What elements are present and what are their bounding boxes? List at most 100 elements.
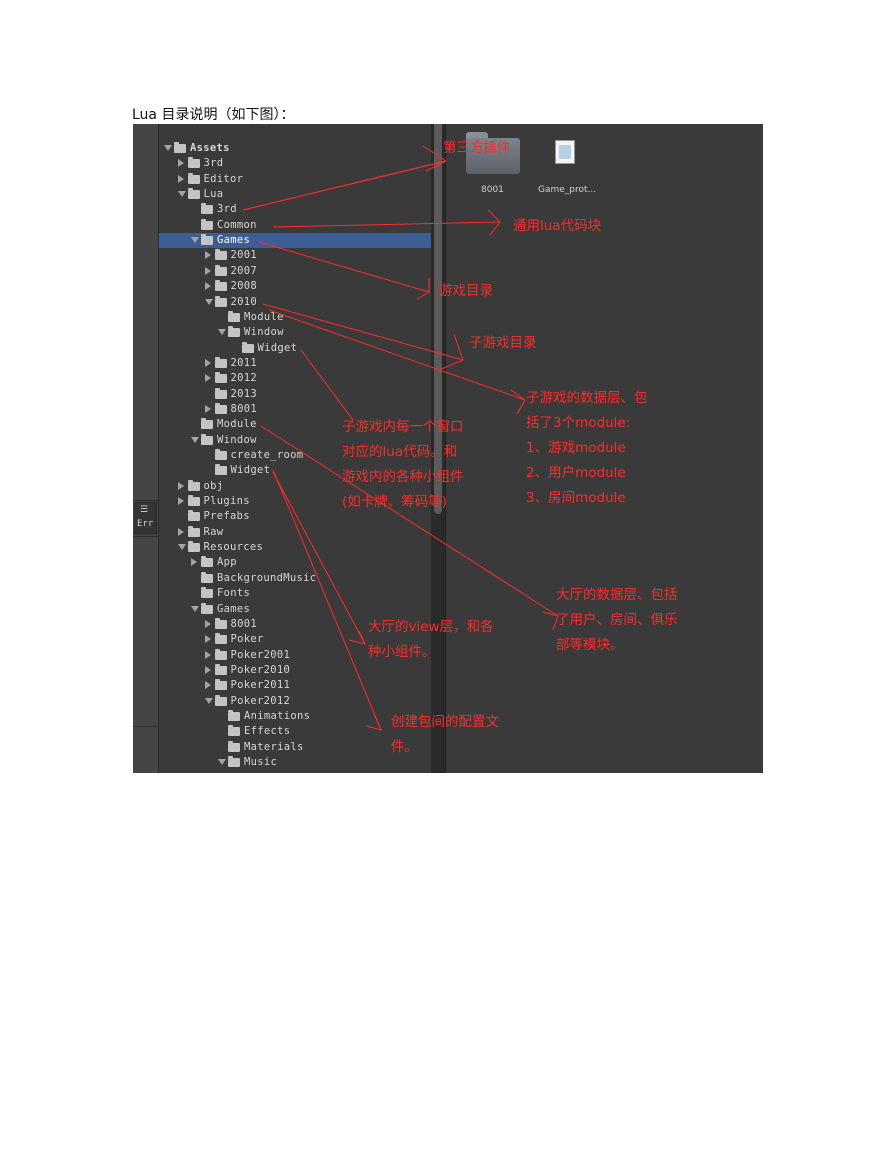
expand-arrow-right-icon[interactable] xyxy=(204,650,211,659)
tree-row[interactable]: 3rd xyxy=(159,156,431,171)
expand-arrow-down-icon[interactable] xyxy=(177,191,186,198)
scrollbar-thumb[interactable] xyxy=(434,124,442,514)
expand-arrow-right-icon[interactable] xyxy=(204,374,211,383)
expand-arrow-right-icon[interactable] xyxy=(177,159,184,168)
expand-arrow-down-icon[interactable] xyxy=(191,237,199,244)
tree-row[interactable]: Raw xyxy=(159,525,431,540)
tree-item-label: 8001 xyxy=(230,617,257,630)
tree-row[interactable]: Assets xyxy=(159,141,431,156)
folder-icon xyxy=(214,449,227,460)
expand-arrow-down-icon[interactable] xyxy=(218,329,226,336)
folder-icon xyxy=(228,709,240,721)
tree-row[interactable]: 8001 xyxy=(159,617,431,632)
tree-row[interactable]: 8001 xyxy=(159,402,431,417)
tree-item-label: Assets xyxy=(190,142,230,154)
expand-arrow-down-icon[interactable] xyxy=(204,298,213,305)
expand-arrow-right-icon[interactable] xyxy=(191,558,197,567)
tree-row[interactable]: Animations xyxy=(159,709,431,724)
tree-row[interactable]: 2012 xyxy=(159,371,431,386)
expand-arrow-down-icon[interactable] xyxy=(218,759,226,765)
expand-arrow-right-icon[interactable] xyxy=(204,358,211,367)
tree-item-label: 2012 xyxy=(230,372,257,385)
annotation-lobby-view: 大厅的view层，和各 种小组件。 xyxy=(368,619,494,660)
caption: Lua 目录说明（如下图）： xyxy=(132,107,295,123)
folder-icon xyxy=(214,264,227,276)
expand-arrow-right-icon[interactable] xyxy=(177,174,184,183)
tree-item-label: Music xyxy=(244,756,278,768)
expand-arrow-down-icon[interactable] xyxy=(177,544,186,551)
asset-label-8001[interactable]: 8001 xyxy=(481,185,504,195)
tree-row[interactable]: 3rd xyxy=(159,202,431,217)
console-tab[interactable]: ☰ Err xyxy=(134,502,157,534)
tree-row[interactable]: Poker2011 xyxy=(159,678,431,693)
tree-row[interactable]: BackgroundMusic xyxy=(159,571,431,586)
annotation-common-lua: 通用lua代码块 xyxy=(513,218,602,234)
expand-arrow-right-icon[interactable] xyxy=(177,497,184,506)
expand-arrow-down-icon[interactable] xyxy=(204,697,213,704)
expand-arrow-right-icon[interactable] xyxy=(204,266,211,275)
tree-row[interactable]: Editor xyxy=(159,172,431,187)
expand-arrow-right-icon[interactable] xyxy=(204,635,211,644)
annotation-create-room-config: 创建包间的配置文 件。 xyxy=(391,714,499,755)
expand-arrow-right-icon[interactable] xyxy=(204,665,211,674)
tree-item-label: 3rd xyxy=(203,157,224,170)
expand-arrow-right-icon[interactable] xyxy=(204,282,211,291)
tree-item-label: Fonts xyxy=(217,587,251,600)
left-panel-strip: ☰ Err xyxy=(133,124,159,773)
tree-row[interactable]: 2013 xyxy=(159,387,431,402)
tree-row[interactable]: Widget xyxy=(159,341,431,356)
folder-icon xyxy=(228,725,240,737)
annotation-third-party: 第三方插件 xyxy=(443,140,511,156)
tree-row[interactable]: 2011 xyxy=(159,356,431,371)
expand-arrow-down-icon[interactable] xyxy=(164,145,172,151)
tree-row[interactable]: Resources xyxy=(159,540,431,555)
tree-row[interactable]: Poker xyxy=(159,632,431,647)
tree-row[interactable]: 2001 xyxy=(159,248,431,263)
tree-item-label: 8001 xyxy=(230,402,257,415)
folder-icon[interactable] xyxy=(466,132,520,174)
tree-row[interactable]: Prefabs xyxy=(159,509,431,524)
expand-arrow-right-icon[interactable] xyxy=(204,619,211,628)
tree-row[interactable]: Materials xyxy=(159,740,431,755)
folder-icon xyxy=(201,602,213,614)
tree-row[interactable]: Poker2010 xyxy=(159,663,431,678)
tree-row[interactable]: Window xyxy=(159,325,431,340)
tree-row[interactable]: Common xyxy=(159,218,431,233)
annotation-game-dir: 游戏目录 xyxy=(439,283,493,299)
tree-row[interactable]: Music xyxy=(159,755,431,770)
expand-arrow-right-icon[interactable] xyxy=(177,481,184,490)
folder-icon xyxy=(187,525,200,537)
tree-row[interactable]: Effects xyxy=(159,724,431,739)
expand-arrow-down-icon[interactable] xyxy=(191,605,199,612)
tree-row[interactable]: obj xyxy=(159,479,431,494)
tree-item-label: Animations xyxy=(244,709,311,722)
tree-row[interactable]: Games xyxy=(159,233,431,249)
tree-row[interactable]: Poker2012 xyxy=(159,694,431,709)
tree-row[interactable]: Games xyxy=(159,602,431,617)
expand-arrow-right-icon[interactable] xyxy=(204,681,211,690)
expand-arrow-right-icon[interactable] xyxy=(204,251,211,260)
tree-row[interactable]: Module xyxy=(159,417,431,432)
tree-row[interactable]: create_room xyxy=(159,448,431,463)
tree-row[interactable]: Fonts xyxy=(159,586,431,601)
expand-arrow-right-icon[interactable] xyxy=(204,404,211,413)
tree-row[interactable]: Window xyxy=(159,433,431,448)
tree-row[interactable]: Module xyxy=(159,310,431,325)
expand-arrow-right-icon[interactable] xyxy=(177,527,184,536)
tree-item-label: Games xyxy=(217,602,251,615)
panel-splitter[interactable] xyxy=(431,124,445,773)
tree-row[interactable]: Poker2001 xyxy=(159,648,431,663)
document-icon[interactable] xyxy=(555,140,575,164)
tree-row[interactable]: Widget xyxy=(159,463,431,478)
asset-label-game-proto[interactable]: Game_prot... xyxy=(538,185,597,195)
annotation-subgame-dir: 子游戏目录 xyxy=(469,335,537,351)
tree-row[interactable]: 2010 xyxy=(159,295,431,310)
tree-item-label: App xyxy=(217,556,237,569)
expand-arrow-down-icon[interactable] xyxy=(191,436,199,443)
tree-row[interactable]: 2007 xyxy=(159,264,431,279)
tree-row[interactable]: 2008 xyxy=(159,279,431,294)
tree-row[interactable]: Lua xyxy=(159,187,431,202)
tree-row[interactable]: App xyxy=(159,555,431,570)
tree-row[interactable]: Plugins xyxy=(159,494,431,509)
